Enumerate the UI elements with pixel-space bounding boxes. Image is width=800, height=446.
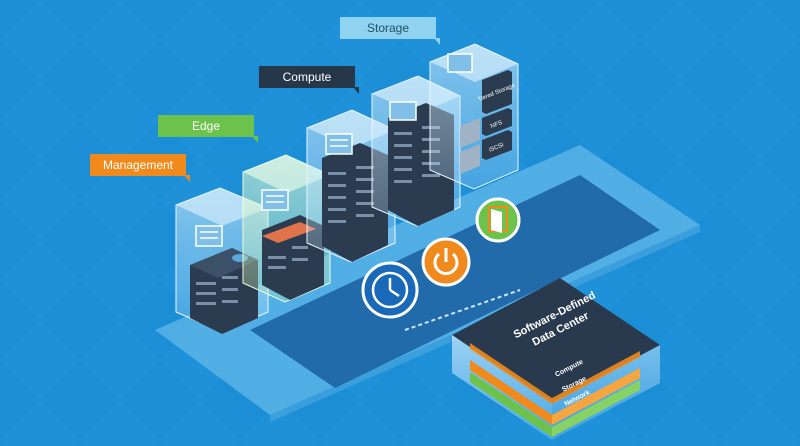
storage-label: Storage: [340, 17, 440, 45]
sddc-block: [452, 278, 660, 440]
edge-label: Edge: [158, 115, 258, 143]
storage-rack: [429, 43, 519, 190]
door-icon: [475, 197, 521, 243]
power-icon: [421, 237, 471, 287]
management-label: Management: [90, 154, 190, 182]
storage-label-nfs: NFS: [490, 120, 503, 130]
compute-label: Compute: [259, 66, 359, 94]
clock-icon: [361, 261, 419, 319]
storage-label-iscsi: iSCSI: [488, 142, 505, 153]
